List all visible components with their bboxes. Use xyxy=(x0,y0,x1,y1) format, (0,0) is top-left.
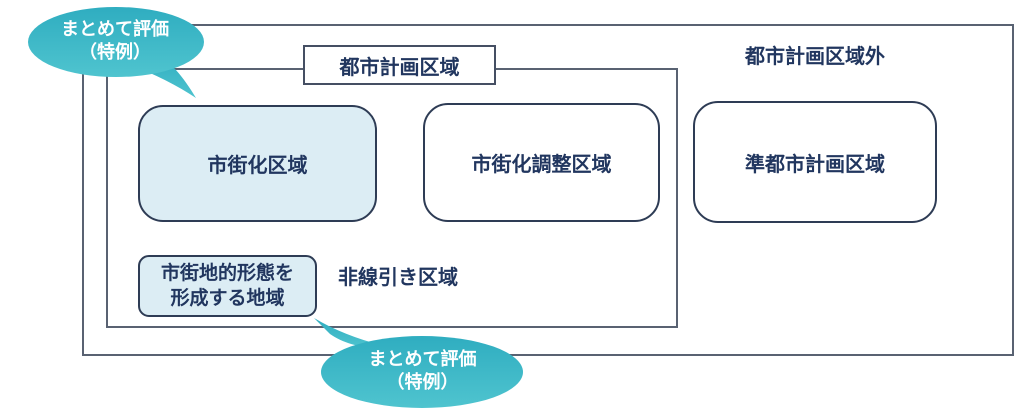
callout-top-text: まとめて評価 （特例） xyxy=(20,18,210,64)
callout-bottom-text: まとめて評価 （特例） xyxy=(320,348,525,394)
city-planning-area-label-box: 都市計画区域 xyxy=(303,45,496,85)
city-planning-area-label: 都市計画区域 xyxy=(339,56,460,79)
quasi-city-planning-area-box: 準都市計画区域 xyxy=(693,101,937,223)
urbanization-control-area-box: 市街化調整区域 xyxy=(423,103,660,222)
outside-city-planning-area-label: 都市計画区域外 xyxy=(745,46,885,68)
outer-boundary-rect xyxy=(82,24,1014,356)
speech-bubble-bottom-icon xyxy=(314,318,523,408)
urban-form-district-line2: 形成する地域 xyxy=(170,288,285,309)
urbanization-promotion-area-label: 市街化区域 xyxy=(207,155,308,177)
urbanization-promotion-area-box: 市街化区域 xyxy=(138,105,377,222)
urban-form-district-line1: 市街地的形態を xyxy=(160,263,294,284)
urban-form-district-box: 市街地的形態を 形成する地域 xyxy=(138,255,317,317)
speech-bubble-bottom-tail xyxy=(314,318,395,349)
quasi-city-planning-area-label: 準都市計画区域 xyxy=(745,153,885,176)
callout-bottom-line2: （特例） xyxy=(386,372,459,392)
speech-bubble-top-body xyxy=(28,7,204,77)
callout-bottom-line1: まとめて評価 xyxy=(368,349,477,369)
undelineated-area-label: 非線引き区域 xyxy=(338,267,458,289)
callout-top-line2: （特例） xyxy=(79,42,151,62)
callout-top-line1: まとめて評価 xyxy=(61,19,169,39)
speech-bubble-bottom-body xyxy=(321,336,523,408)
speech-bubble-top-icon xyxy=(28,7,204,98)
urbanization-control-area-label: 市街化調整区域 xyxy=(471,154,612,176)
